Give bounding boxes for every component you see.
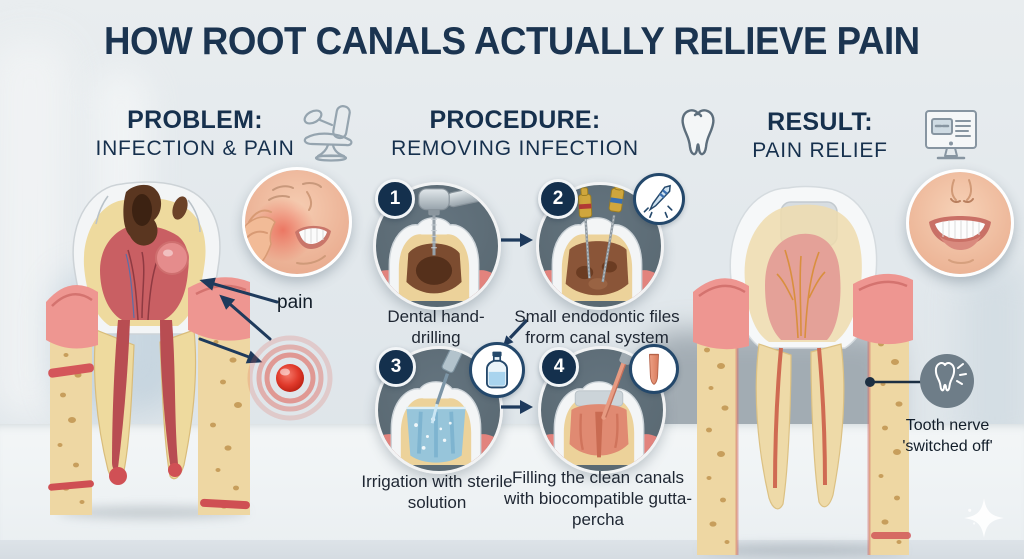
endodontic-file-inset-icon bbox=[633, 173, 685, 225]
pain-radiate-icon bbox=[245, 333, 335, 428]
result-header: RESULT: PAIN RELIEF bbox=[700, 108, 940, 163]
step4-number: 4 bbox=[553, 356, 565, 377]
step1-circle bbox=[373, 182, 501, 310]
tooth-off-icon bbox=[920, 354, 974, 413]
step3-badge: 3 bbox=[376, 347, 416, 387]
problem-heading: PROBLEM: bbox=[127, 106, 263, 134]
step3-circle bbox=[375, 346, 503, 474]
step2-number: 2 bbox=[552, 188, 564, 209]
sparkle-icon bbox=[962, 496, 1006, 545]
pain-face-photo bbox=[242, 167, 352, 277]
pain-arrows bbox=[180, 270, 345, 410]
pain-label: pain bbox=[277, 292, 313, 313]
result-tooth-illustration bbox=[693, 180, 913, 559]
result-subheading: PAIN RELIEF bbox=[752, 138, 888, 162]
problem-header: PROBLEM: INFECTION & PAIN bbox=[60, 106, 330, 161]
step4-circle bbox=[538, 346, 666, 474]
step2-badge: 2 bbox=[538, 179, 578, 219]
step1-number: 1 bbox=[389, 188, 401, 209]
arrow-step3-to-step4 bbox=[499, 397, 535, 422]
monitor-icon bbox=[922, 106, 980, 169]
result-tooth-shadow bbox=[700, 544, 905, 556]
problem-subheading: INFECTION & PAIN bbox=[95, 136, 295, 160]
smile-photo bbox=[906, 169, 1014, 277]
procedure-header: PROCEDURE: REMOVING INFECTION bbox=[385, 106, 645, 161]
step3-caption: Irrigation with sterile solution bbox=[361, 472, 513, 513]
procedure-heading: PROCEDURE: bbox=[429, 106, 601, 134]
step3-number: 3 bbox=[390, 356, 402, 377]
nerve-callout-line bbox=[855, 370, 935, 399]
counter-front-edge bbox=[0, 540, 1024, 559]
step1-badge: 1 bbox=[375, 179, 415, 219]
procedure-subheading: REMOVING INFECTION bbox=[391, 136, 639, 160]
gutta-percha-inset-icon bbox=[629, 344, 679, 394]
page-title: HOW ROOT CANALS ACTUALLY RELIEVE PAIN bbox=[104, 20, 920, 63]
result-heading: RESULT: bbox=[767, 108, 873, 136]
arrow-step1-to-step2 bbox=[499, 230, 535, 255]
sterile-bottle-inset-icon bbox=[469, 342, 525, 398]
tooth-icon bbox=[672, 103, 724, 166]
problem-tooth-illustration bbox=[38, 170, 253, 520]
step4-badge: 4 bbox=[539, 347, 579, 387]
step4-caption: Filling the clean canals with biocompati… bbox=[503, 468, 693, 530]
step1-caption: Dental hand-drilling bbox=[387, 307, 485, 348]
dental-chair-icon bbox=[298, 100, 362, 169]
step2-caption: Small endodontic files frorm canal syste… bbox=[514, 307, 680, 348]
nerve-label: Tooth nerve 'switched off' bbox=[902, 417, 993, 455]
